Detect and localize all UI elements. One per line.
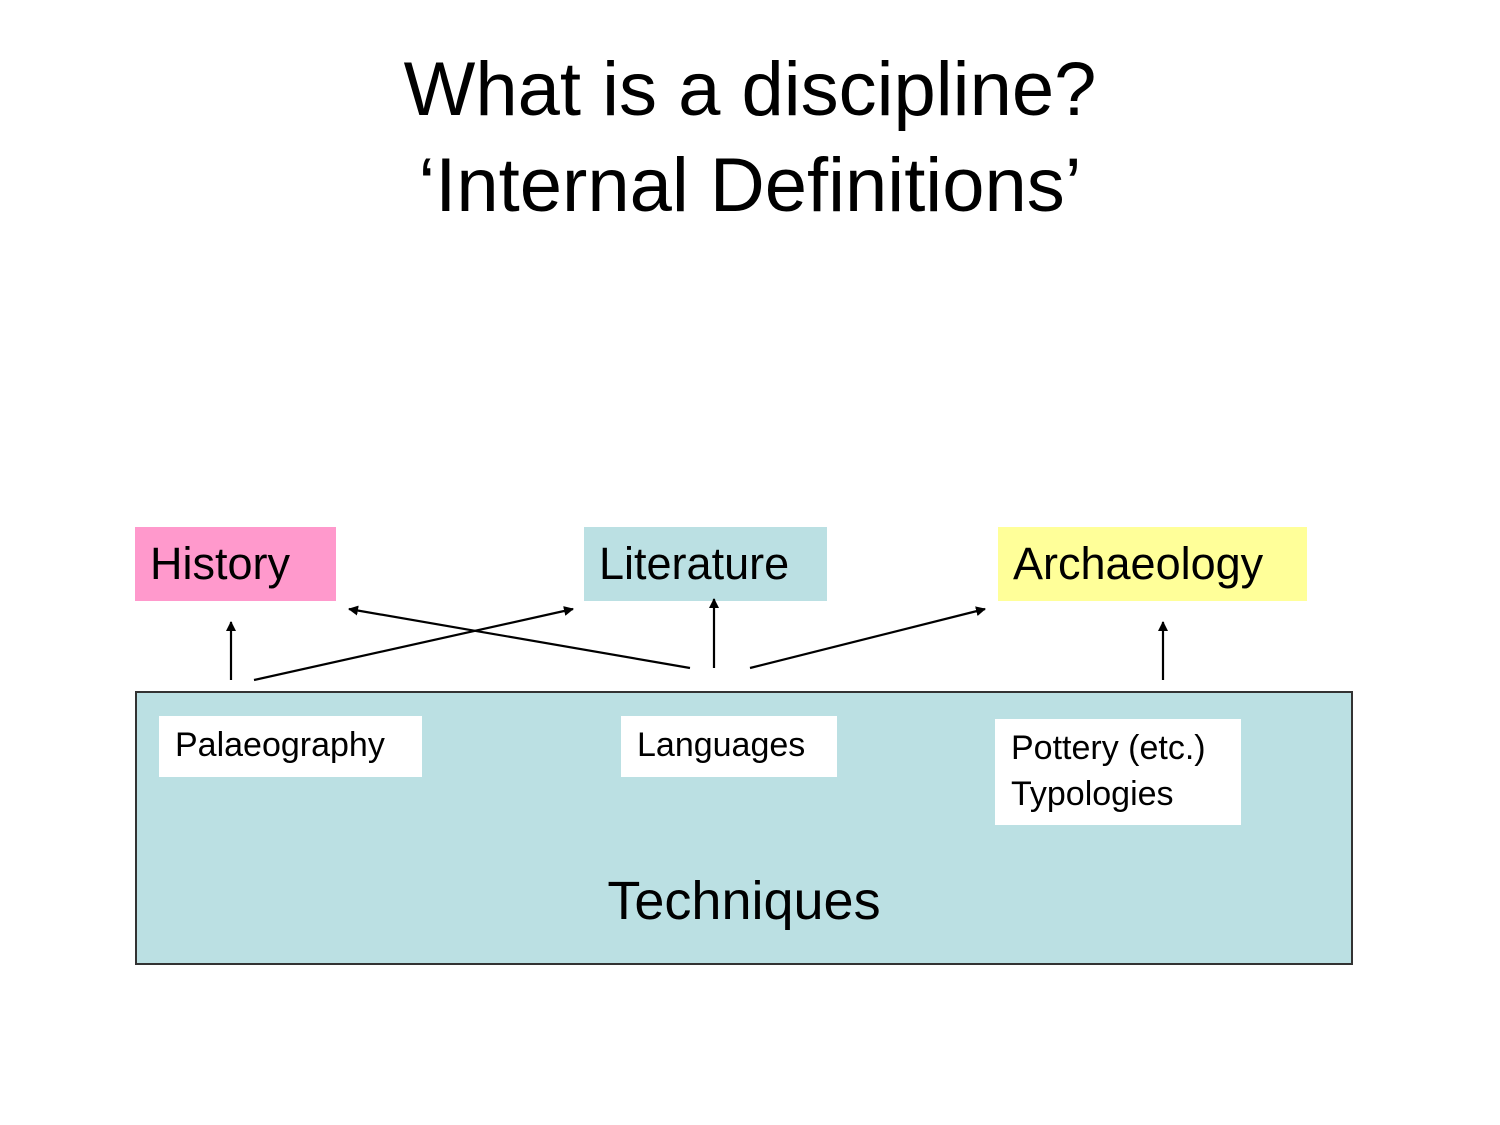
discipline-archaeology: Archaeology bbox=[998, 527, 1307, 601]
technique-languages: Languages bbox=[621, 716, 837, 777]
discipline-literature: Literature bbox=[584, 527, 827, 601]
techniques-box: Palaeography Languages Pottery (etc.) Ty… bbox=[135, 691, 1353, 965]
arrow-palaeography-literature bbox=[253, 606, 574, 682]
technique-pottery-line1: Pottery (etc.) bbox=[1011, 729, 1206, 767]
slide-title-line1: What is a discipline? bbox=[403, 47, 1097, 132]
arrow-languages-archaeology bbox=[749, 606, 986, 670]
arrow-languages-history bbox=[348, 605, 691, 670]
technique-pottery-typologies: Pottery (etc.) Typologies bbox=[995, 719, 1241, 825]
technique-pottery-line2: Typologies bbox=[1011, 775, 1174, 813]
discipline-history: History bbox=[135, 527, 336, 601]
techniques-label: Techniques bbox=[607, 871, 881, 931]
slide-title-line2: ‘Internal Definitions’ bbox=[418, 143, 1082, 228]
technique-palaeography: Palaeography bbox=[159, 716, 422, 777]
